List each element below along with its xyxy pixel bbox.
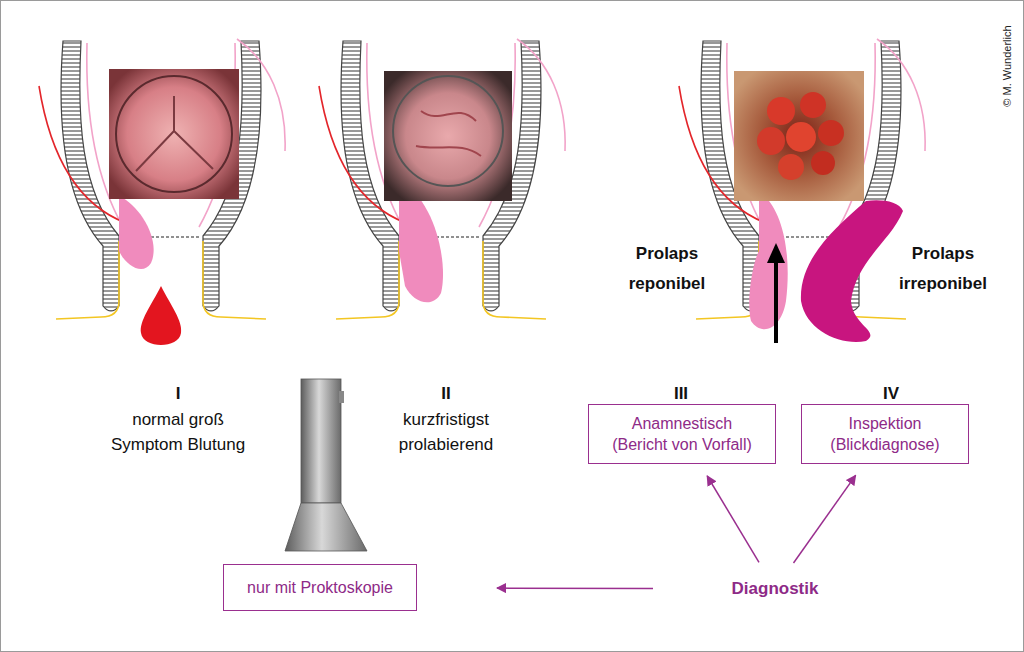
node-text: Diagnostik — [732, 578, 819, 600]
hemorrhoid-prolapse — [749, 191, 787, 329]
anal-canal — [679, 39, 925, 319]
diagnosis-box: nur mit Proktoskopie — [223, 564, 417, 611]
anal-canal — [319, 39, 565, 319]
node-text: Inspektion (Blickdiagnose) — [819, 413, 951, 455]
grade-number: IV — [861, 381, 921, 406]
prolapse-label: Prolaps reponibel — [622, 239, 712, 299]
hemorrhoid — [119, 196, 154, 269]
anal-canal — [39, 39, 285, 319]
grade-number: III — [651, 381, 711, 406]
prolapse-label: Prolaps irreponibel — [893, 239, 993, 299]
hemorrhoid-prolapse — [801, 200, 903, 342]
grade-description: Symptom Blutung — [98, 432, 258, 457]
diagnosis-arrow — [794, 475, 856, 563]
reposition-arrow-head — [767, 243, 785, 263]
copyright-watermark: © M. Wunderlich — [1000, 11, 1014, 121]
proctoscope — [285, 379, 367, 551]
reposition-arrow — [774, 259, 778, 343]
proctoscopy-photo — [109, 69, 239, 199]
grade-description: normal groß — [98, 407, 258, 432]
node-text: Anamnestisch (Bericht von Vorfall) — [606, 413, 758, 455]
grade-number: II — [416, 381, 476, 406]
proctoscopy-photo — [384, 71, 512, 201]
heading-node: Diagnostik — [723, 576, 827, 602]
grade-number: I — [148, 381, 208, 406]
diagnosis-arrow — [497, 587, 653, 589]
diagnosis-box: Inspektion (Blickdiagnose) — [801, 404, 969, 464]
blood-drop — [141, 286, 181, 345]
diagnosis-box: Anamnestisch (Bericht von Vorfall) — [588, 404, 776, 464]
inspection-photo — [734, 71, 864, 201]
diagnosis-arrow — [707, 476, 759, 562]
grade-description: kurzfristigst prolabierend — [386, 407, 506, 457]
node-text: nur mit Proktoskopie — [247, 577, 393, 598]
